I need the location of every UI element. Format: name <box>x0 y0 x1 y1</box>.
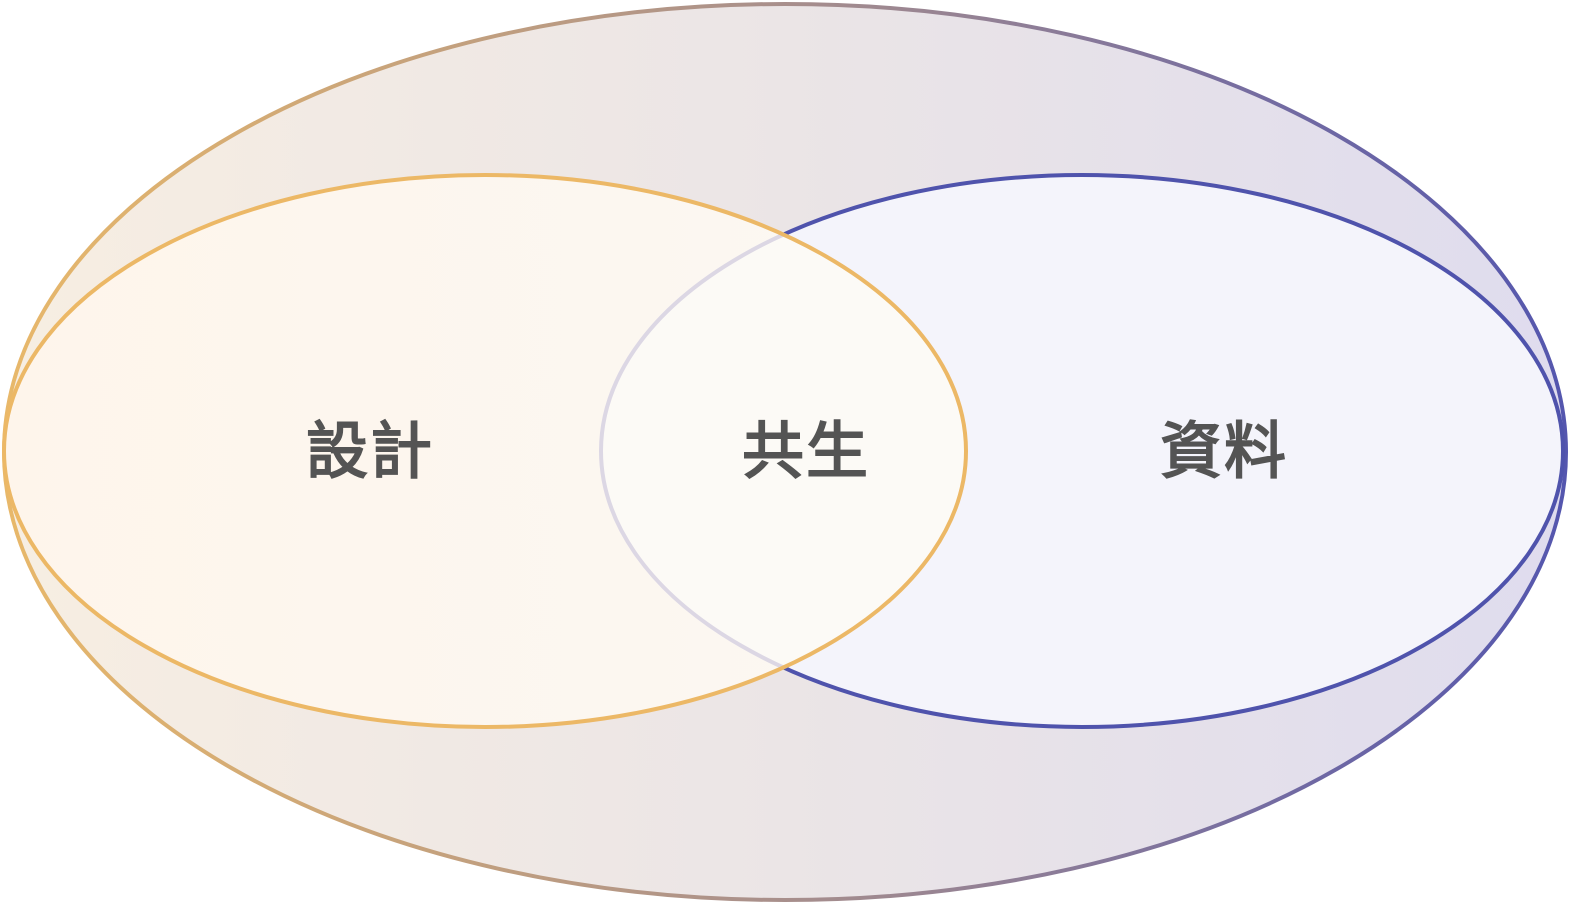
design-set-outline <box>2 173 968 729</box>
design-set-label: 設計 <box>306 415 434 488</box>
intersection-label: 共生 <box>742 415 870 488</box>
data-set-label: 資料 <box>1160 415 1288 488</box>
intersection-region <box>599 175 966 727</box>
